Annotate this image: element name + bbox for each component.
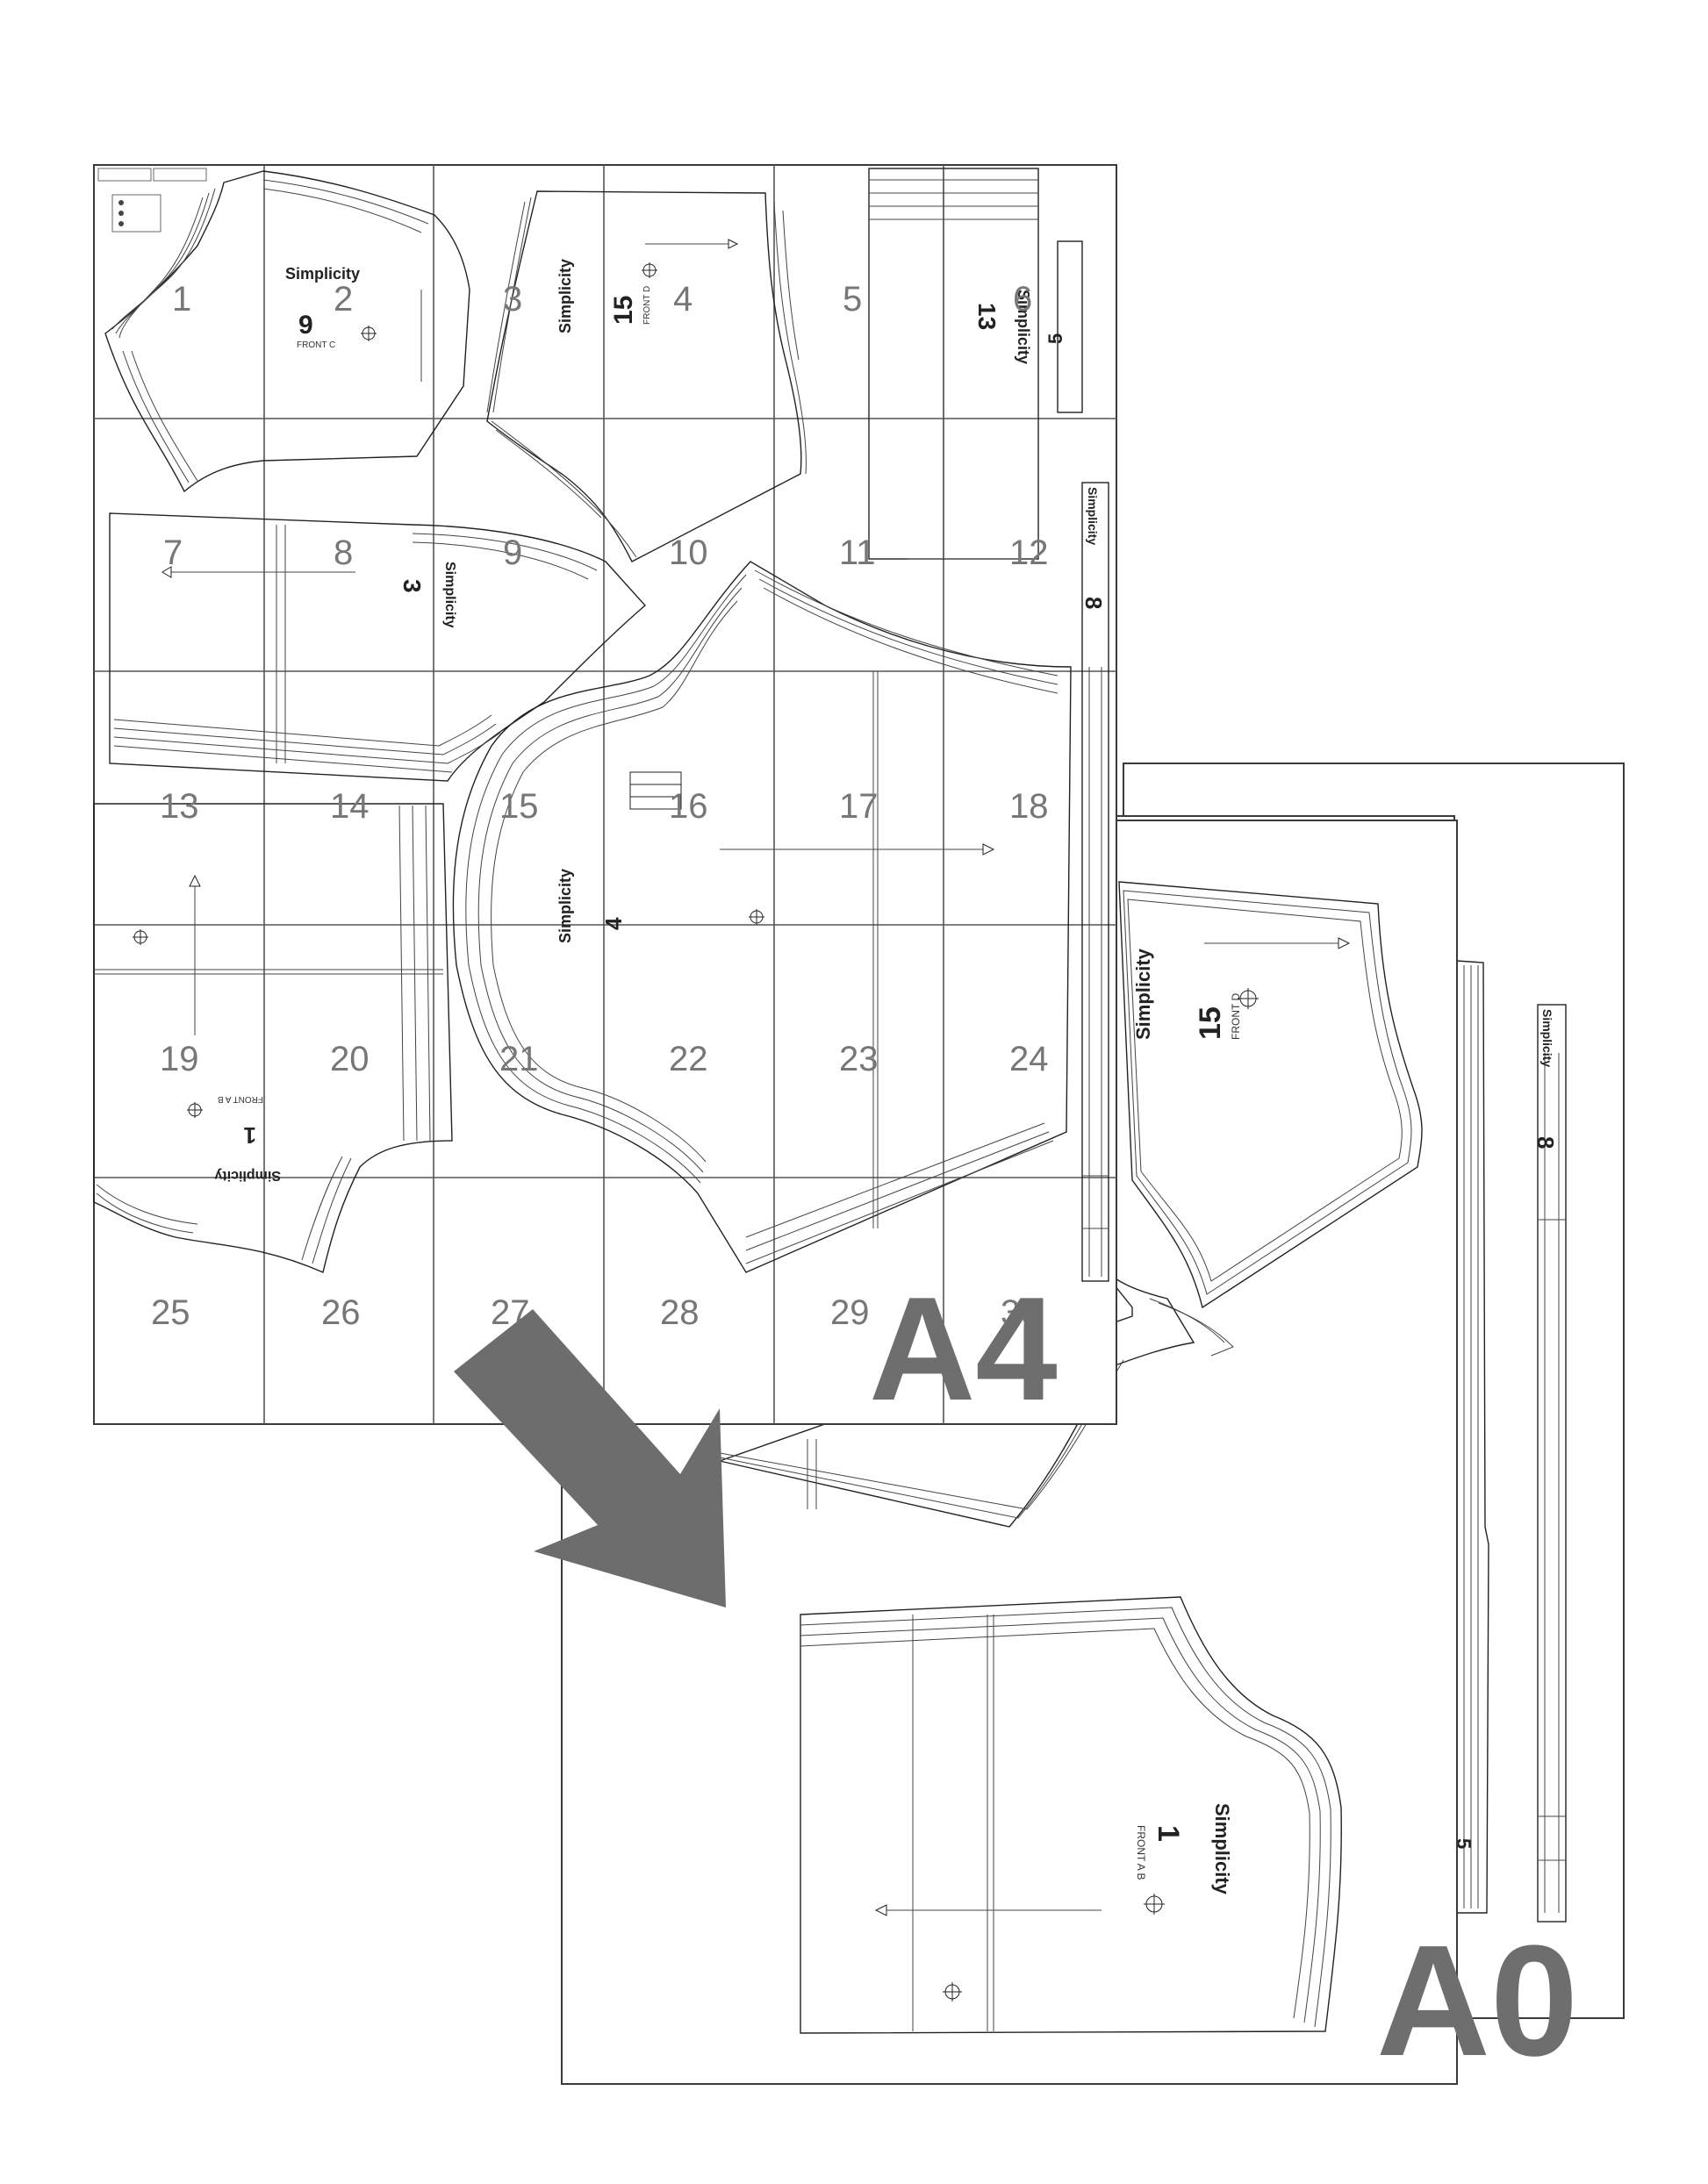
a4-sheet: Simplicity 9 FRONT C Simplicity 15 FRONT… xyxy=(93,164,1117,1431)
a4-piece-9-front-c: Simplicity 9 FRONT C xyxy=(104,170,470,493)
a4-piece-15-front-d: Simplicity 15 FRONT D xyxy=(486,190,807,562)
a4-piece-1-number: 1 xyxy=(244,1122,256,1149)
tile-number: 30 xyxy=(1001,1293,1040,1332)
a0-piece-1-name: FRONT A B xyxy=(1135,1825,1147,1880)
tile-number: 15 xyxy=(499,787,539,826)
a4-piece-13-brand: Simplicity xyxy=(1015,290,1032,364)
tile-number: 10 xyxy=(669,533,708,572)
a0-piece-15-front-d: Simplicity 15 FRONT D xyxy=(1118,881,1423,1309)
a0-strip-brand: Simplicity xyxy=(1540,1009,1554,1067)
tile-number: 25 xyxy=(151,1293,190,1332)
a4-piece-4-number: 4 xyxy=(600,917,627,930)
tile-number: 1 xyxy=(172,280,191,319)
a4-piece-5-number: 5 xyxy=(1044,333,1066,344)
a4-tile-numbers: 1 2 3 4 5 6 7 8 9 10 11 12 13 14 15 16 1… xyxy=(151,280,1049,1332)
tile-number: 20 xyxy=(330,1040,370,1078)
tile-number: 2 xyxy=(334,280,353,319)
a0-label: A0 xyxy=(1376,1913,1578,2089)
a4-piece-15-name: FRONT D xyxy=(642,286,652,325)
a0-strip-piece-5: 5 xyxy=(1453,960,1489,1914)
a4-strip-piece-13: Simplicity 13 xyxy=(868,168,1039,560)
tile-number: 22 xyxy=(669,1040,708,1078)
a4-piece-15-brand: Simplicity xyxy=(556,259,574,333)
tile-number: 12 xyxy=(1009,533,1049,572)
tile-number: 23 xyxy=(839,1040,879,1078)
a4-label: A4 xyxy=(869,1266,1058,1431)
a4-piece-1-brand: Simplicity xyxy=(214,1168,281,1183)
tile-number: 19 xyxy=(160,1040,199,1078)
a4-legend xyxy=(97,168,207,233)
a4-piece-8-number: 8 xyxy=(1080,597,1107,609)
tile-number: 7 xyxy=(163,533,183,572)
a4-piece-1-name: FRONT A B xyxy=(218,1094,263,1104)
a0-piece-1-front-a-b: Simplicity 1 FRONT A B xyxy=(800,1596,1342,2034)
tile-number: 24 xyxy=(1009,1040,1049,1078)
tile-number: 28 xyxy=(660,1293,700,1332)
tile-number: 29 xyxy=(830,1293,870,1332)
tile-number: 14 xyxy=(330,787,370,826)
tile-number: 26 xyxy=(321,1293,361,1332)
a4-piece-1-front-a-b: Simplicity 1 FRONT A B xyxy=(93,803,453,1273)
a0-piece-8-number: 8 xyxy=(1532,1136,1559,1149)
a4-piece-15-number: 15 xyxy=(609,296,638,325)
a4-strip-piece-8: Simplicity 8 xyxy=(1080,482,1109,1282)
a0-piece-15-number: 15 xyxy=(1194,1006,1227,1040)
tile-number: 16 xyxy=(669,787,708,826)
arrow-icon xyxy=(454,1309,726,1608)
tile-number: 9 xyxy=(503,533,522,572)
tile-number: 13 xyxy=(160,787,199,826)
a4-piece-4-brand: Simplicity xyxy=(556,869,574,943)
a0-piece-1-brand: Simplicity xyxy=(1211,1803,1233,1895)
a4-piece-3: Simplicity 3 xyxy=(109,512,647,782)
tile-number: 4 xyxy=(673,280,693,319)
a4-piece-9-brand: Simplicity xyxy=(285,265,360,283)
tile-number: 11 xyxy=(839,533,876,572)
a4-strip-piece-5: 5 xyxy=(1044,240,1083,413)
tile-number: 8 xyxy=(334,533,353,572)
a0-piece-1-number: 1 xyxy=(1152,1825,1185,1842)
tile-number: 17 xyxy=(839,787,879,826)
tile-number: 21 xyxy=(499,1040,539,1078)
tile-number: 5 xyxy=(843,280,862,319)
a4-piece-3-brand: Simplicity xyxy=(442,562,457,628)
a4-piece-13-number: 13 xyxy=(973,303,1001,330)
a4-piece-4-sleeve: Simplicity 4 xyxy=(452,561,1072,1273)
tile-number: 3 xyxy=(503,280,522,319)
a0-piece-15-name: FRONT D xyxy=(1230,993,1242,1040)
a4-strip-8-brand: Simplicity xyxy=(1086,487,1100,545)
tile-number: 6 xyxy=(1013,280,1032,319)
a0-piece-5-number: 5 xyxy=(1453,1838,1475,1849)
a4-piece-9-name: FRONT C xyxy=(297,340,335,350)
a0-strip-piece-8: Simplicity 8 xyxy=(1532,1004,1567,1923)
a4-piece-9-number: 9 xyxy=(298,311,313,340)
a0-piece-15-brand: Simplicity xyxy=(1132,948,1154,1040)
a4-tile-grid xyxy=(94,165,1116,1424)
a4-piece-3-number: 3 xyxy=(398,579,426,593)
tile-number: 18 xyxy=(1009,787,1049,826)
